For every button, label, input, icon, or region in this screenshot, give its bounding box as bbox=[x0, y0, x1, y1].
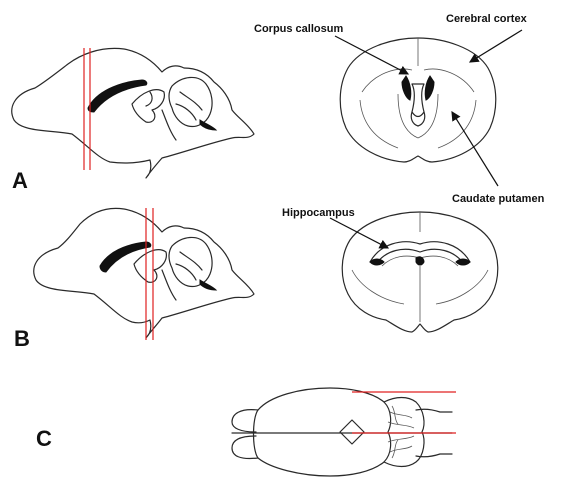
sagittal-brain-b bbox=[34, 208, 254, 338]
panel-b: B Hippocampus bbox=[14, 207, 498, 351]
caudate-putamen-label: Caudate putamen bbox=[452, 193, 545, 205]
caudate-putamen-arrow bbox=[452, 112, 498, 186]
panel-c: C bbox=[36, 388, 456, 476]
coronal-section-b bbox=[342, 212, 498, 332]
panel-a: A Corpus callosum Cerebral cortex Caudat… bbox=[12, 13, 545, 205]
cerebral-cortex-label: Cerebral cortex bbox=[446, 13, 528, 25]
hippocampus-label: Hippocampus bbox=[282, 207, 355, 219]
coronal-section-a bbox=[340, 38, 496, 162]
panel-label-b: B bbox=[14, 326, 30, 351]
panel-label-a: A bbox=[12, 168, 28, 193]
dorsal-brain-view bbox=[232, 388, 452, 476]
corpus-callosum-arrow bbox=[335, 36, 408, 74]
hippocampus-arrow bbox=[330, 218, 388, 248]
corpus-callosum-label: Corpus callosum bbox=[254, 23, 343, 35]
sagittal-brain-a bbox=[12, 48, 254, 178]
panel-label-c: C bbox=[36, 426, 52, 451]
cerebral-cortex-arrow bbox=[470, 30, 522, 62]
